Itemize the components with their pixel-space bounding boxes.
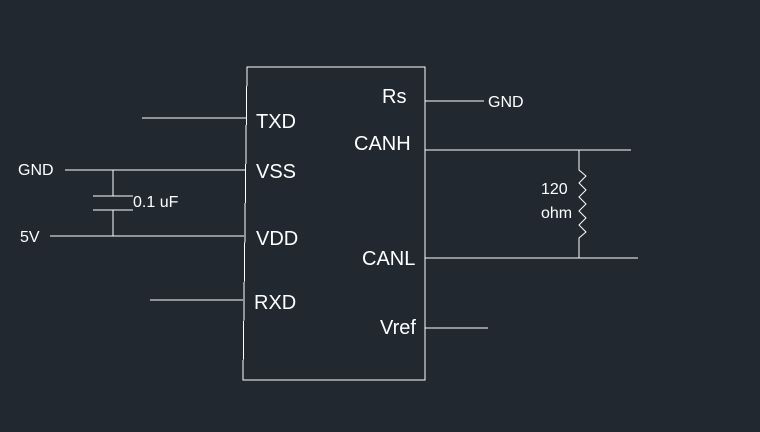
pin-label-rxd: RXD [254, 292, 296, 314]
pin-label-txd: TXD [256, 111, 296, 133]
resistor-value-line1: 120 [541, 181, 568, 198]
pin-label-vref: Vref [380, 317, 416, 339]
resistor-zigzag [578, 150, 587, 258]
net-label-gnd-left: GND [18, 162, 54, 179]
pin-label-canl: CANL [362, 248, 415, 270]
net-label-5v: 5V [20, 229, 40, 246]
resistor-value-line2: ohm [541, 205, 572, 222]
capacitor-value-label: 0.1 uF [133, 194, 179, 211]
termination-resistor [578, 150, 587, 258]
decoupling-capacitor [93, 170, 133, 236]
pin-label-vss: VSS [256, 161, 296, 183]
pin-label-vdd: VDD [256, 228, 298, 250]
pin-label-canh: CANH [354, 133, 411, 155]
pin-label-rs: Rs [382, 86, 406, 108]
net-label-gnd-right: GND [488, 94, 524, 111]
chip-body [242, 66, 426, 381]
